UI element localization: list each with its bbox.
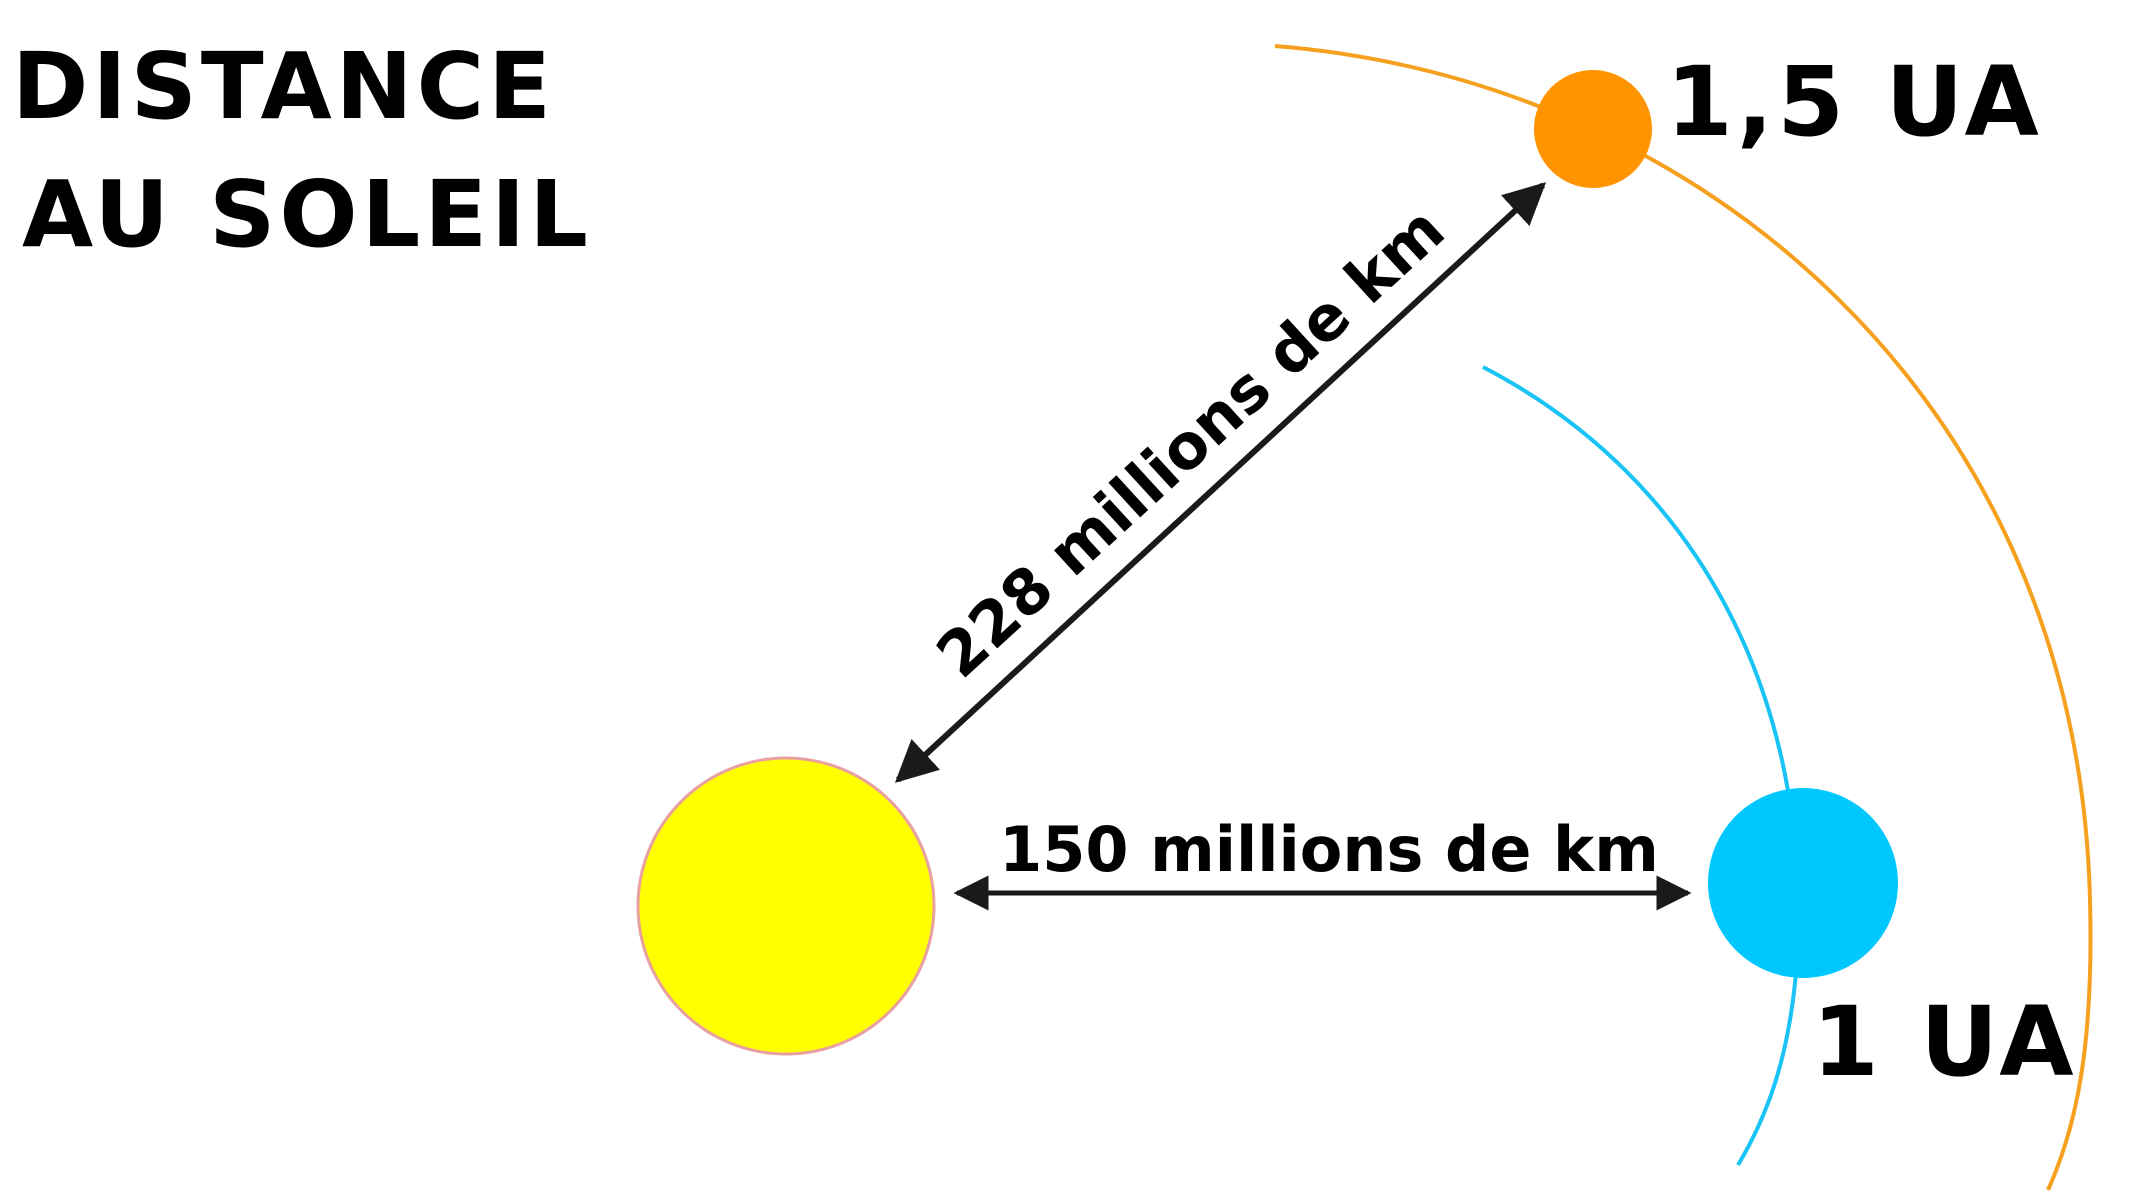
earth-orbit bbox=[1482, 365, 1801, 1167]
mars-circle bbox=[1534, 70, 1652, 188]
sun-mars-distance-label: 228 millions de km bbox=[923, 192, 1459, 692]
sun-earth-distance-label: 150 millions de km bbox=[999, 813, 1659, 886]
title-line-1: DISTANCE bbox=[12, 33, 555, 140]
earth-distance-label: 1 UA bbox=[1812, 986, 2078, 1098]
earth-circle bbox=[1708, 788, 1898, 978]
sun-circle bbox=[636, 756, 936, 1056]
mars-distance-label: 1,5 UA bbox=[1666, 46, 2043, 158]
sun-mars-distance-arrow bbox=[894, 182, 1547, 783]
title-line-2: AU SOLEIL bbox=[22, 161, 592, 268]
